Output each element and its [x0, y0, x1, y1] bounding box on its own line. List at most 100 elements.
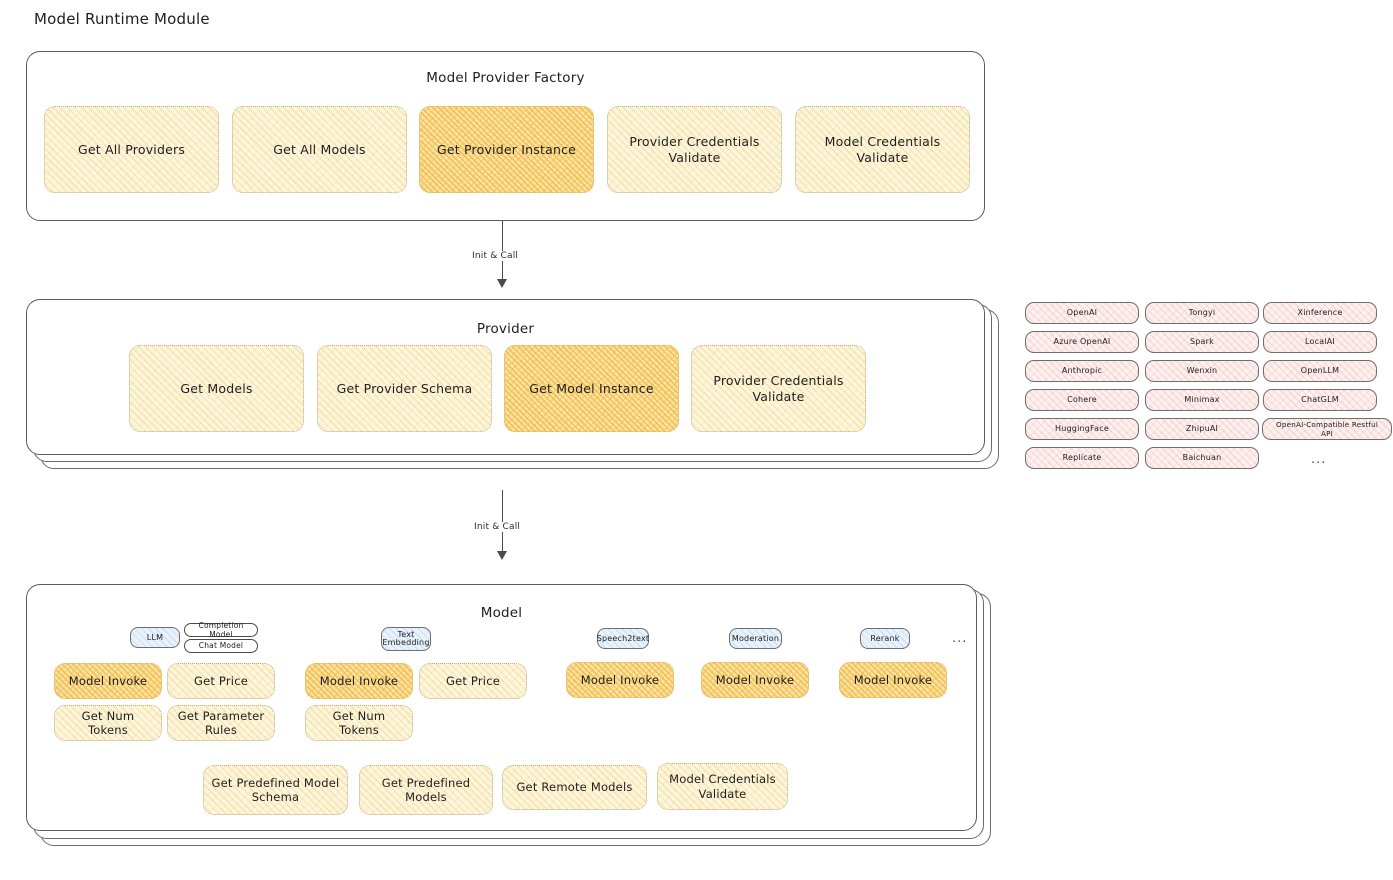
- model-subbadge-chat-model[interactable]: Chat Model: [184, 639, 258, 653]
- node-label: Get Num Tokens: [332, 708, 386, 737]
- provider-chip-chatglm[interactable]: ChatGLM: [1263, 389, 1377, 411]
- chip-label: Anthropic: [1061, 366, 1103, 375]
- model-type-badge-speech2text[interactable]: Speech2text: [597, 628, 649, 649]
- text-embedding-node-model-invoke[interactable]: Model Invoke: [305, 663, 413, 699]
- speech2text-node-model-invoke[interactable]: Model Invoke: [566, 662, 674, 698]
- arrow-label-init-and-call-2: Init & Call: [470, 522, 525, 532]
- node-label: Model Credentials Validate: [824, 133, 941, 165]
- chip-label: OpenAI: [1066, 308, 1098, 317]
- badge-label: Text Embedding: [382, 629, 430, 647]
- text-embedding-node-get-num-tokens[interactable]: Get Num Tokens: [305, 705, 413, 741]
- llm-node-get-num-tokens[interactable]: Get Num Tokens: [54, 705, 162, 741]
- moderation-node-model-invoke[interactable]: Model Invoke: [701, 662, 809, 698]
- llm-node-model-invoke[interactable]: Model Invoke: [54, 663, 162, 699]
- node-label: Provider Credentials Validate: [713, 372, 844, 404]
- model-type-badge-rerank[interactable]: Rerank: [860, 628, 910, 649]
- model-subbadge-completion-model[interactable]: Completion Model: [184, 620, 258, 639]
- chip-label: OpenLLM: [1300, 366, 1340, 375]
- chip-label: Tongyi: [1188, 308, 1216, 317]
- node-label: Model Invoke: [853, 672, 933, 687]
- provider-chip-azure-openai[interactable]: Azure OpenAI: [1025, 331, 1139, 353]
- node-label: Get Price: [445, 673, 500, 688]
- provider-chip-xinference[interactable]: Xinference: [1263, 302, 1377, 324]
- provider-chip-tongyi[interactable]: Tongyi: [1145, 302, 1259, 324]
- node-label: Get Predefined Model Schema: [211, 775, 340, 804]
- chip-label: Minimax: [1184, 395, 1220, 404]
- text-embedding-node-get-price[interactable]: Get Price: [419, 663, 527, 699]
- node-label: Get Remote Models: [516, 780, 633, 795]
- provider-chip-cohere[interactable]: Cohere: [1025, 389, 1139, 411]
- badge-label: LLM: [146, 632, 164, 642]
- chip-label: Baichuan: [1182, 453, 1222, 462]
- provider-chip-openai-compatible-restful-api[interactable]: OpenAI-Compatible Restful API: [1262, 418, 1392, 440]
- chip-label: OpenAI-Compatible Restful API: [1275, 420, 1379, 438]
- badge-label: Speech2text: [596, 633, 650, 643]
- factory-node-get-provider-instance[interactable]: Get Provider Instance: [419, 106, 594, 193]
- node-label: Model Invoke: [319, 673, 399, 688]
- provider-chip-zhipuai[interactable]: ZhipuAI: [1145, 418, 1259, 440]
- provider-chip-wenxin[interactable]: Wenxin: [1145, 360, 1259, 382]
- arrow-provider-to-model-head: [497, 551, 507, 560]
- node-label: Get Provider Schema: [336, 380, 473, 396]
- chip-label: Azure OpenAI: [1053, 337, 1111, 346]
- factory-node-get-all-providers[interactable]: Get All Providers: [44, 106, 219, 193]
- node-label: Get Num Tokens: [81, 708, 135, 737]
- provider-chip-localai[interactable]: LocalAI: [1263, 331, 1377, 353]
- node-label: Get Parameter Rules: [177, 708, 265, 737]
- chip-label: Spark: [1190, 337, 1214, 346]
- model-node-get-remote-models[interactable]: Get Remote Models: [502, 765, 647, 810]
- model-node-get-predefined-models[interactable]: Get Predefined Models: [359, 765, 493, 815]
- provider-chip-openllm[interactable]: OpenLLM: [1263, 360, 1377, 382]
- node-label: Get Provider Instance: [436, 141, 577, 157]
- badge-label: Moderation: [731, 633, 780, 643]
- provider-chip-minimax[interactable]: Minimax: [1145, 389, 1259, 411]
- factory-node-model-credentials-validate[interactable]: Model Credentials Validate: [795, 106, 970, 193]
- provider-chip-replicate[interactable]: Replicate: [1025, 447, 1139, 469]
- model-node-model-credentials-validate[interactable]: Model Credentials Validate: [657, 763, 788, 810]
- model-type-badge-moderation[interactable]: Moderation: [729, 628, 782, 649]
- node-label: Get All Providers: [77, 141, 186, 157]
- node-label: Get Model Instance: [529, 380, 654, 396]
- subbadge-label: Chat Model: [198, 641, 244, 651]
- node-label: Get Models: [180, 380, 253, 396]
- model-types-more-ellipsis: ...: [952, 631, 968, 646]
- page-title: Model Runtime Module: [34, 10, 210, 28]
- provider-node-provider-credentials-validate[interactable]: Provider Credentials Validate: [691, 345, 866, 432]
- provider-list-more-ellipsis: ...: [1311, 452, 1327, 467]
- rerank-node-model-invoke[interactable]: Model Invoke: [839, 662, 947, 698]
- factory-node-get-all-models[interactable]: Get All Models: [232, 106, 407, 193]
- provider-title: Provider: [476, 321, 535, 337]
- model-type-badge-llm[interactable]: LLM: [130, 627, 180, 648]
- arrow-label-init-and-call-1: Init & Call: [468, 251, 523, 261]
- provider-chip-huggingface[interactable]: HuggingFace: [1025, 418, 1139, 440]
- chip-label: Wenxin: [1186, 366, 1218, 375]
- node-label: Get Price: [193, 673, 248, 688]
- chip-label: HuggingFace: [1055, 424, 1109, 433]
- chip-label: LocalAI: [1305, 337, 1335, 346]
- chip-label: Replicate: [1062, 453, 1102, 462]
- chip-label: ChatGLM: [1301, 395, 1339, 404]
- provider-node-get-model-instance[interactable]: Get Model Instance: [504, 345, 679, 432]
- node-label: Model Invoke: [715, 672, 795, 687]
- provider-node-get-provider-schema[interactable]: Get Provider Schema: [317, 345, 492, 432]
- model-type-badge-text-embedding[interactable]: Text Embedding: [381, 627, 431, 651]
- provider-chip-baichuan[interactable]: Baichuan: [1145, 447, 1259, 469]
- provider-node-get-models[interactable]: Get Models: [129, 345, 304, 432]
- subbadge-label: Completion Model: [198, 620, 244, 639]
- factory-node-provider-credentials-validate[interactable]: Provider Credentials Validate: [607, 106, 782, 193]
- badge-label: Rerank: [870, 633, 900, 643]
- arrow-factory-to-provider-head: [497, 279, 507, 288]
- node-label: Provider Credentials Validate: [629, 133, 760, 165]
- node-label: Get Predefined Models: [381, 775, 471, 804]
- model-provider-factory-title: Model Provider Factory: [426, 70, 585, 86]
- node-label: Model Invoke: [68, 673, 148, 688]
- provider-chip-anthropic[interactable]: Anthropic: [1025, 360, 1139, 382]
- llm-node-get-parameter-rules[interactable]: Get Parameter Rules: [167, 705, 275, 741]
- chip-label: Xinference: [1297, 308, 1343, 317]
- llm-node-get-price[interactable]: Get Price: [167, 663, 275, 699]
- node-label: Model Credentials Validate: [669, 772, 776, 801]
- provider-chip-spark[interactable]: Spark: [1145, 331, 1259, 353]
- provider-chip-openai[interactable]: OpenAI: [1025, 302, 1139, 324]
- model-node-get-predefined-model-schema[interactable]: Get Predefined Model Schema: [203, 765, 348, 815]
